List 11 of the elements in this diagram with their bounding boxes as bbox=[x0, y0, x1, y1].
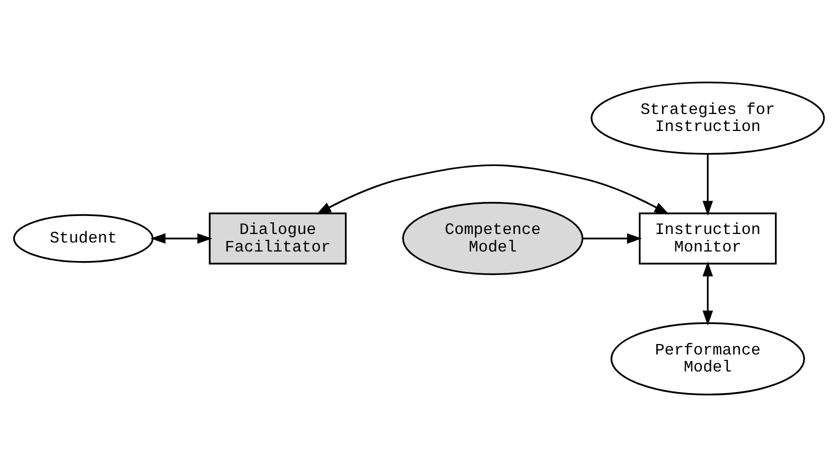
node-ellipse: Student bbox=[12, 214, 154, 262]
node-box: Dialogue Facilitator bbox=[208, 212, 346, 264]
node-box: Instruction Monitor bbox=[638, 212, 776, 264]
arrow bbox=[702, 153, 712, 216]
node-ellipse: Performance Model bbox=[610, 322, 805, 395]
node-ellipse: Competence Model bbox=[402, 201, 583, 275]
arrow bbox=[702, 261, 712, 326]
arrow bbox=[150, 232, 212, 244]
node-ellipse: Strategies for Instruction bbox=[590, 81, 824, 154]
arrow bbox=[316, 164, 669, 214]
arrow bbox=[582, 232, 642, 244]
